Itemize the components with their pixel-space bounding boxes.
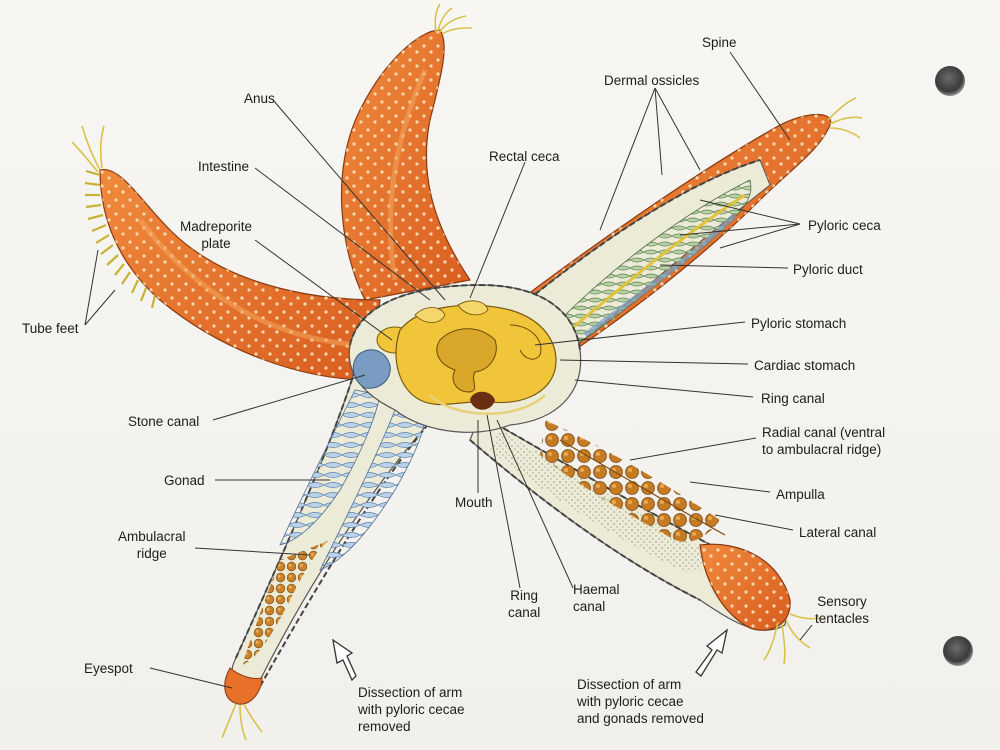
label-ambulacral-ridge: Ambulacral ridge bbox=[118, 529, 186, 561]
label-rectal-ceca: Rectal ceca bbox=[489, 149, 560, 164]
tube-feet-fringe bbox=[84, 169, 157, 309]
label-tube-feet: Tube feet bbox=[22, 321, 79, 336]
leader-lines bbox=[84, 51, 813, 689]
label-ring-canal-bottom: Ring canal bbox=[508, 588, 541, 620]
label-gonad: Gonad bbox=[164, 473, 205, 488]
label-spine: Spine bbox=[702, 35, 737, 50]
lower-left-arm bbox=[221, 369, 441, 741]
label-ampulla: Ampulla bbox=[776, 487, 825, 502]
label-intestine: Intestine bbox=[198, 159, 250, 174]
eyespot-tentacles bbox=[221, 703, 263, 741]
label-cardiac-stomach: Cardiac stomach bbox=[754, 358, 856, 373]
label-anus: Anus bbox=[244, 91, 275, 106]
dissection-arrow-right bbox=[695, 628, 729, 677]
label-dissection-left: Dissection of arm with pyloric cecae rem… bbox=[358, 685, 465, 734]
binder-hole-top bbox=[935, 66, 965, 96]
label-pyloric-stomach: Pyloric stomach bbox=[751, 316, 847, 331]
top-arm bbox=[340, 3, 473, 301]
label-pyloric-duct: Pyloric duct bbox=[793, 262, 863, 277]
lower-right-arm bbox=[469, 414, 821, 665]
label-dissection-right: Dissection of arm with pyloric cecae and… bbox=[577, 677, 704, 726]
label-radial-canal: Radial canal (ventral to ambulacral ridg… bbox=[762, 425, 886, 457]
left-tentacles bbox=[71, 125, 105, 173]
top-tentacles bbox=[434, 3, 473, 35]
binder-hole-bottom bbox=[943, 636, 973, 666]
right-tentacles bbox=[827, 97, 863, 139]
label-sensory-tentacles: Sensory tentacles bbox=[815, 594, 870, 626]
label-pyloric-ceca: Pyloric ceca bbox=[808, 218, 881, 233]
label-eyespot: Eyespot bbox=[84, 661, 133, 676]
sensory-tentacles-tip bbox=[763, 613, 821, 665]
upper-right-arm bbox=[519, 97, 863, 361]
left-arm bbox=[71, 125, 381, 381]
label-lateral-canal: Lateral canal bbox=[799, 525, 877, 540]
label-stone-canal: Stone canal bbox=[128, 414, 200, 429]
label-madreporite-plate: Madreporite plate bbox=[180, 219, 253, 251]
label-mouth: Mouth bbox=[455, 495, 493, 510]
label-dermal-ossicles: Dermal ossicles bbox=[604, 73, 700, 88]
central-disc bbox=[348, 283, 582, 433]
dissection-arrow-left bbox=[332, 638, 357, 682]
label-haemal-canal: Haemal canal bbox=[573, 582, 620, 614]
label-ring-canal-right: Ring canal bbox=[761, 391, 825, 406]
